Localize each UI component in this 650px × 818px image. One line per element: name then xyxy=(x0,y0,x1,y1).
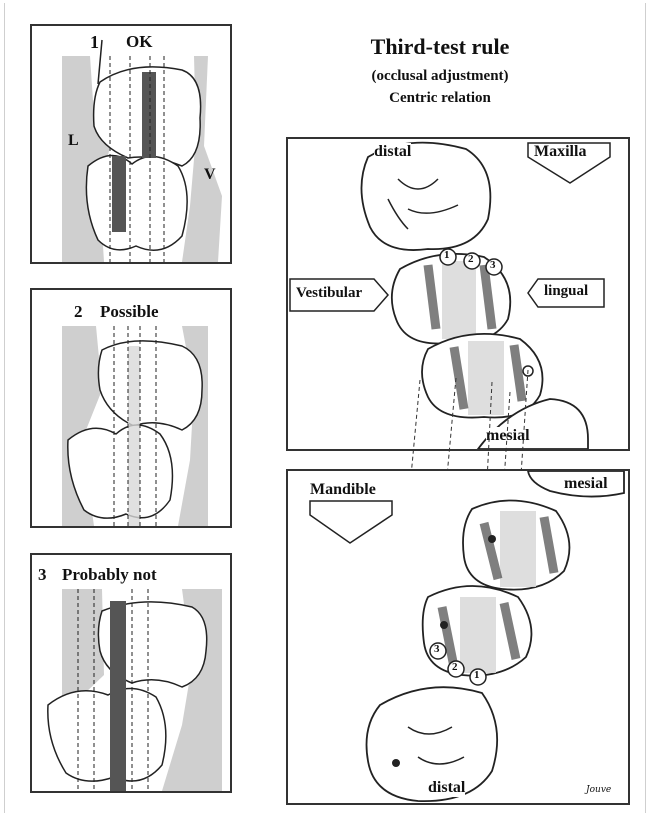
third-3-label: 3 xyxy=(434,643,440,655)
mandible-panel: Mandible mesial 3 2 1 distal Jouve xyxy=(286,469,630,805)
mandible-mesial-label: mesial xyxy=(564,475,608,493)
third-2-label: 2 xyxy=(452,661,458,673)
mandible-arrow xyxy=(310,501,392,543)
third-1-label: 1 xyxy=(474,669,480,681)
panel-probably-not-drawing xyxy=(32,555,230,791)
panel-number: 1 xyxy=(90,32,99,53)
side-label-lingual: L xyxy=(68,132,79,150)
panel-probably-not: 3 Probably not xyxy=(30,553,232,793)
panel-ok-drawing xyxy=(32,26,230,262)
third-1-label: 1 xyxy=(444,249,450,261)
maxilla-mesial-label: mesial xyxy=(486,427,530,445)
light-band xyxy=(128,346,140,526)
lower-tooth xyxy=(68,425,173,518)
maxilla-arch-label: Maxilla xyxy=(534,143,586,161)
panel-ok: 1 OK L V xyxy=(30,24,232,264)
panel-label: OK xyxy=(126,32,152,52)
mandible-arch-label: Mandible xyxy=(310,481,376,499)
mandible-drawing xyxy=(288,471,628,803)
panel-number: 2 xyxy=(74,302,83,322)
mandible-distal-label: distal xyxy=(428,779,465,797)
maxilla-distal-label: distal xyxy=(374,143,411,161)
contact-band-upper xyxy=(142,72,156,158)
panel-label: Possible xyxy=(100,302,159,322)
vestibular-label: Vestibular xyxy=(296,285,362,302)
panel-possible-drawing xyxy=(32,290,230,526)
lingual-label: lingual xyxy=(544,283,588,300)
contact-band xyxy=(110,601,126,791)
lower-tooth xyxy=(86,155,187,250)
panel-number: 3 xyxy=(38,565,47,585)
figure-subtitle-2: Centric relation xyxy=(330,90,550,107)
figure-title: Third-test rule xyxy=(330,34,550,60)
third-2-label: 2 xyxy=(468,253,474,265)
third-3-label: 3 xyxy=(490,259,496,271)
panel-label: Probably not xyxy=(62,565,157,585)
side-label-vestibular: V xyxy=(204,166,216,184)
figure-subtitle-1: (occlusal adjustment) xyxy=(330,68,550,85)
panel-possible: 2 Possible xyxy=(30,288,232,528)
artist-signature: Jouve xyxy=(586,785,611,795)
contact-band-lower xyxy=(112,156,126,232)
maxilla-panel: distal Maxilla Vestibular lingual 1 2 3 … xyxy=(286,137,630,451)
